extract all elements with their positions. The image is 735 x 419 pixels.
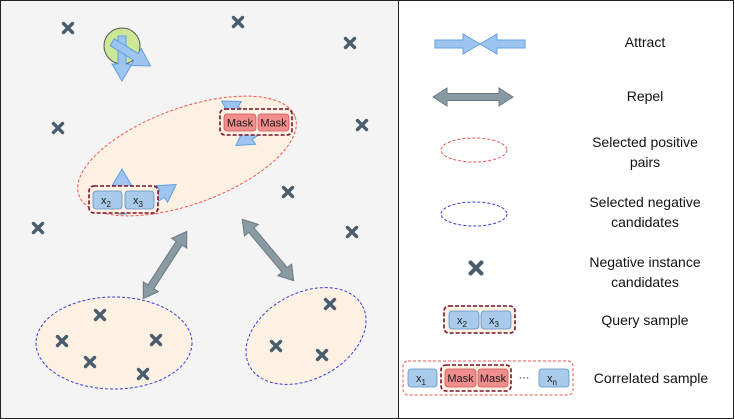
legend-repel-label: Repel (626, 88, 664, 104)
legend-positive-line2: pairs (629, 154, 661, 170)
legend-negative-ellipse (440, 201, 508, 227)
mask-token: Mask (260, 118, 287, 130)
query-sample: x2 x3 (88, 185, 159, 214)
token-x3: x3 (489, 315, 500, 329)
negative-candidates-region (245, 287, 367, 385)
legend-instances-line1: Negative instance (589, 254, 701, 270)
legend-negative-line2: candidates (611, 214, 679, 230)
legend-positive-line1: Selected positive (592, 134, 698, 150)
legend-negative-line1: Selected negative (589, 194, 701, 210)
legend-query-label: Query sample (601, 312, 689, 328)
legend-instances-line2: candidates (611, 274, 679, 290)
token-x2: x2 (457, 315, 468, 329)
token-x1: x1 (416, 373, 427, 387)
legend-positive-label: Selected positive pairs (560, 132, 730, 172)
mask-token: Mask (447, 373, 474, 385)
legend-positive-ellipse (440, 137, 508, 163)
legend-attract-label: Attract (624, 34, 666, 50)
token-x3: x3 (133, 195, 144, 209)
legend-instances-label: Negative instance candidates (560, 252, 730, 292)
token-xn: xn (547, 373, 557, 387)
mask-token: Mask (480, 373, 507, 385)
legend-negative-label: Selected negative candidates (560, 192, 730, 232)
legend-correlated-sample: x1 Mask Mask ··· xn (402, 360, 574, 396)
legend-query-sample: x2 x3 (443, 305, 516, 334)
legend-correlated-label: Correlated sample (593, 370, 709, 386)
ellipsis-token: ··· (519, 372, 530, 384)
negative-candidates-region (35, 296, 193, 390)
masked-sample: Mask Mask (219, 108, 293, 136)
token-x2: x2 (101, 195, 112, 209)
mask-token: Mask (227, 118, 254, 130)
